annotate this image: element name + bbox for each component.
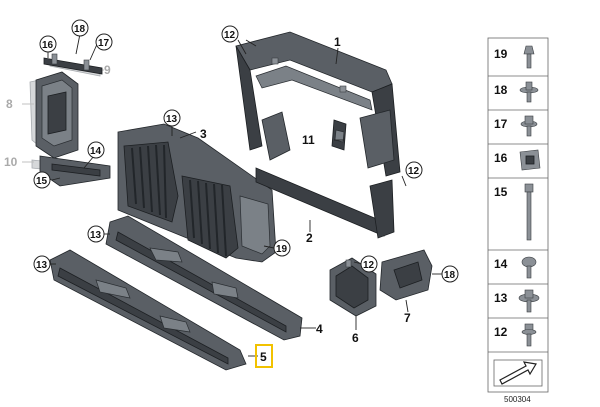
direction-arrow-icon — [493, 359, 543, 387]
panel-item-12: 12 — [494, 325, 508, 339]
part-air-guide-upper — [105, 215, 303, 341]
part-bracket-lower-left — [39, 155, 111, 187]
fastener-19-icon — [523, 45, 535, 69]
callout-13-grille: 13 — [166, 114, 178, 125]
callout-4: 4 — [316, 322, 323, 336]
panel-item-17: 17 — [494, 117, 508, 131]
grille-slats-left — [131, 144, 167, 219]
fastener-12-icon — [521, 323, 537, 347]
grille-slats-right — [189, 179, 227, 257]
callout-16: 16 — [42, 40, 54, 51]
part-duct-bracket-6 — [329, 257, 377, 317]
callout-17: 17 — [98, 38, 110, 49]
part-clip-11 — [331, 119, 347, 151]
fastener-14-icon — [521, 256, 537, 279]
callout-3: 3 — [200, 127, 207, 141]
part-air-duct-right — [379, 249, 433, 301]
fastener-17-icon — [520, 115, 538, 137]
callout-8: 8 — [6, 97, 13, 111]
callout-7: 7 — [404, 311, 411, 325]
callout-5: 5 — [260, 350, 267, 364]
part-kidney-grille — [117, 123, 277, 263]
callout-12-top: 12 — [224, 30, 236, 41]
panel-item-14: 14 — [494, 257, 508, 271]
callout-18-top: 18 — [74, 24, 86, 35]
fastener-15-icon — [524, 183, 534, 241]
panel-item-16: 16 — [494, 151, 508, 165]
panel-item-18: 18 — [494, 83, 508, 97]
callout-15: 15 — [36, 176, 48, 187]
fastener-13-icon — [518, 289, 540, 313]
callout-19: 19 — [276, 244, 288, 255]
panel-item-13: 13 — [494, 291, 508, 305]
callout-12-lower: 12 — [363, 260, 375, 271]
part-air-duct-left — [35, 71, 79, 159]
callout-6: 6 — [352, 331, 359, 345]
panel-item-15: 15 — [494, 185, 508, 199]
fastener-16-icon — [519, 149, 541, 171]
panel-item-19: 19 — [494, 47, 508, 61]
callout-1: 1 — [334, 35, 341, 49]
callout-12-right: 12 — [408, 166, 420, 177]
callout-11: 11 — [302, 133, 315, 147]
callout-14: 14 — [90, 146, 102, 157]
circle-callouts: 12 12 12 13 13 13 14 15 16 17 18 18 19 — [33, 19, 459, 283]
part-air-guide-lower — [49, 249, 247, 371]
callout-13-upper-guide: 13 — [90, 230, 102, 241]
part-radiator-support — [235, 31, 401, 239]
fastener-panel: 19 18 17 16 15 14 13 12 — [487, 37, 549, 393]
callout-13-lower-guide: 13 — [36, 260, 48, 271]
highlight-box-part-5 — [255, 344, 273, 368]
fastener-18-icon — [519, 81, 539, 103]
diagram-reference-number: 500304 — [504, 395, 531, 404]
callout-2: 2 — [306, 231, 313, 245]
callout-10: 10 — [4, 155, 18, 169]
callout-9: 9 — [104, 63, 111, 77]
callout-18-right: 18 — [444, 270, 456, 281]
callout-labels: 1 2 3 4 5 6 7 8 9 10 11 — [4, 35, 411, 368]
part-bracket-upper-left — [43, 53, 103, 75]
